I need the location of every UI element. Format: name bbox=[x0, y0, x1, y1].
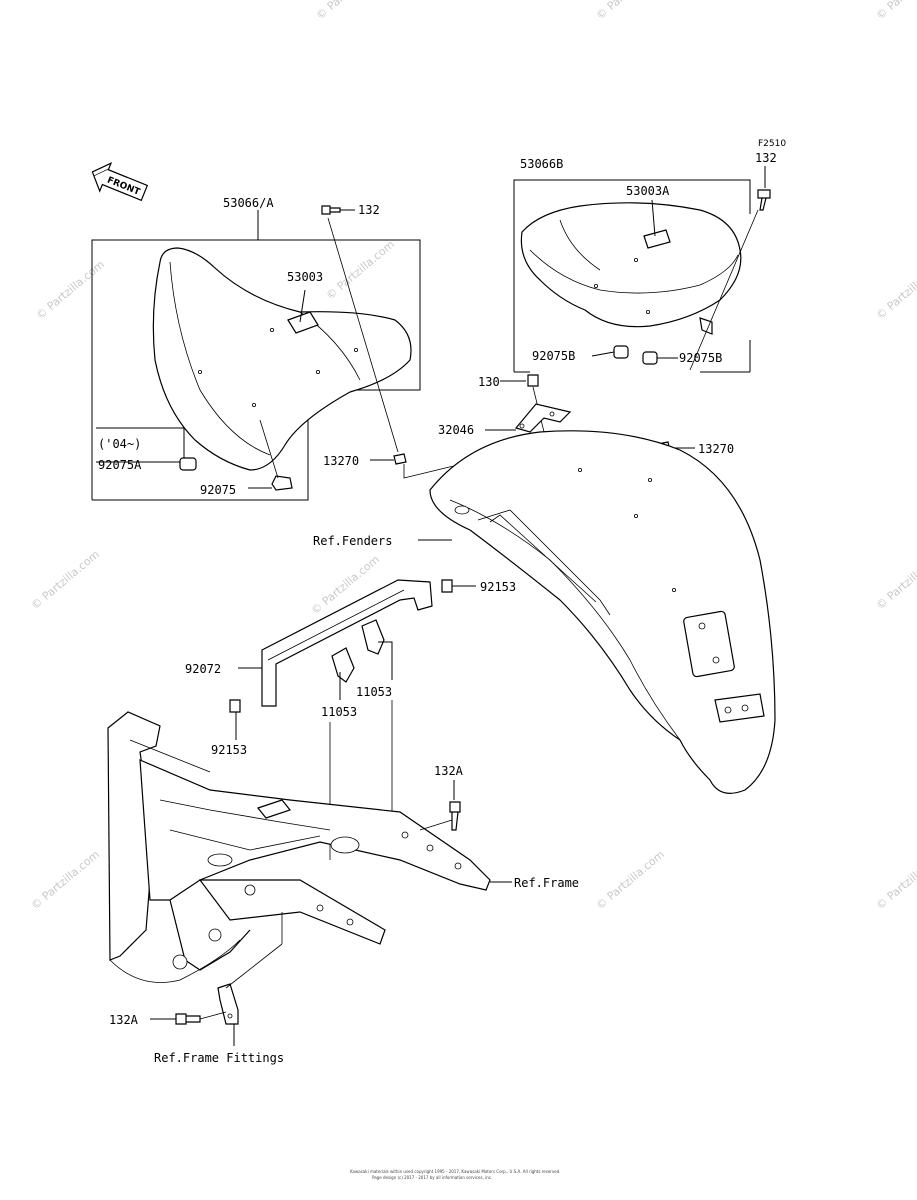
grommet-13270-left-group: 13270 bbox=[323, 453, 471, 479]
bushing-92075B-right bbox=[642, 351, 658, 365]
bolt-132-right bbox=[757, 189, 771, 211]
label-13270-right: 13270 bbox=[698, 442, 734, 456]
label-32046: 32046 bbox=[438, 423, 474, 437]
watermark: © Partzilla.com bbox=[314, 0, 387, 22]
watermark: © Partzilla.com bbox=[324, 238, 397, 303]
label-132-right: 132 bbox=[755, 151, 777, 165]
watermark: © Partzilla.com bbox=[594, 848, 667, 913]
label-130: 130 bbox=[478, 375, 500, 389]
label-53003: 53003 bbox=[287, 270, 323, 284]
bolt-132A-left bbox=[175, 1013, 201, 1025]
front-seat bbox=[152, 247, 412, 471]
watermark: © Partzilla.com bbox=[29, 548, 102, 613]
seat-cover-53003 bbox=[287, 311, 319, 334]
bolt-130 bbox=[527, 374, 539, 387]
label-132-left: 132 bbox=[358, 203, 380, 217]
bushing-92075A bbox=[179, 457, 197, 471]
front-arrow-icon: FRONT bbox=[91, 162, 149, 202]
support-bracket-92072: 92072 92153 92153 11053 11053 bbox=[185, 579, 516, 860]
watermark: © Partzilla.com bbox=[874, 258, 917, 323]
watermark: © Partzilla.com bbox=[594, 0, 667, 22]
label-132A-right: 132A bbox=[434, 764, 464, 778]
footer-design: Page design (c) 2017 - 2017 by all infor… bbox=[372, 1175, 492, 1180]
label-92075B-right: 92075B bbox=[679, 351, 722, 365]
label-92153-left: 92153 bbox=[211, 743, 247, 757]
label-92153-right: 92153 bbox=[480, 580, 516, 594]
grommet-13270-left bbox=[393, 453, 407, 465]
rear-seat-group: 53066B 53003A 92075B 92075B bbox=[513, 157, 751, 373]
label-92075: 92075 bbox=[200, 483, 236, 497]
bolt-132A-right-group: 132A bbox=[419, 764, 464, 831]
bolt-92153-right bbox=[441, 579, 453, 593]
bolt-92153-left bbox=[229, 699, 241, 713]
plate-11053-left bbox=[331, 647, 355, 683]
seat-cover-53003A bbox=[643, 229, 671, 249]
watermark: © Partzilla.com bbox=[34, 258, 107, 323]
label-04-note: ('04~) bbox=[98, 437, 141, 451]
watermark: © Partzilla.com bbox=[874, 848, 917, 913]
label-ref-frame-fittings: Ref.Frame Fittings bbox=[154, 1051, 284, 1065]
plate-11053-right bbox=[361, 619, 385, 655]
frame-fitting-bracket bbox=[217, 983, 239, 1025]
bracket-32046 bbox=[514, 403, 572, 433]
watermark: © Partzilla.com bbox=[874, 548, 917, 613]
frame: Ref.Frame bbox=[107, 711, 579, 983]
rear-fender: Ref.Fenders bbox=[313, 430, 776, 794]
rear-seat bbox=[520, 202, 742, 328]
figure-code: F2510 bbox=[758, 139, 786, 149]
bolt-132-right-group: 132 bbox=[689, 151, 777, 371]
label-ref-frame: Ref.Frame bbox=[514, 876, 579, 890]
bolt-132A-right bbox=[449, 801, 461, 831]
watermark: © Partzilla.com bbox=[874, 0, 917, 22]
label-92072: 92072 bbox=[185, 662, 221, 676]
label-11053-left: 11053 bbox=[321, 705, 357, 719]
bushing-92075 bbox=[271, 475, 293, 491]
label-92075A: 92075A bbox=[98, 458, 142, 472]
label-13270-left: 13270 bbox=[323, 454, 359, 468]
front-seat-group: 53066/A 53003 ('04~) 92075A 92075 132 bbox=[91, 196, 421, 501]
label-132A-left: 132A bbox=[109, 1013, 139, 1027]
label-53066B: 53066B bbox=[520, 157, 563, 171]
label-53003A: 53003A bbox=[626, 184, 670, 198]
frame-fittings-group: 132A Ref.Frame Fittings bbox=[109, 912, 284, 1065]
label-ref-fenders: Ref.Fenders bbox=[313, 534, 392, 548]
bolt-132-left bbox=[321, 205, 341, 215]
label-11053-right: 11053 bbox=[356, 685, 392, 699]
bracket-group: 130 32046 bbox=[438, 374, 572, 441]
label-92075B-left: 92075B bbox=[532, 349, 575, 363]
bushing-92075B-left bbox=[613, 345, 629, 359]
label-53066A: 53066/A bbox=[223, 196, 274, 210]
watermark: © Partzilla.com bbox=[29, 848, 102, 913]
footer-copyright: Kawasaki materials within used copyright… bbox=[350, 1169, 561, 1174]
